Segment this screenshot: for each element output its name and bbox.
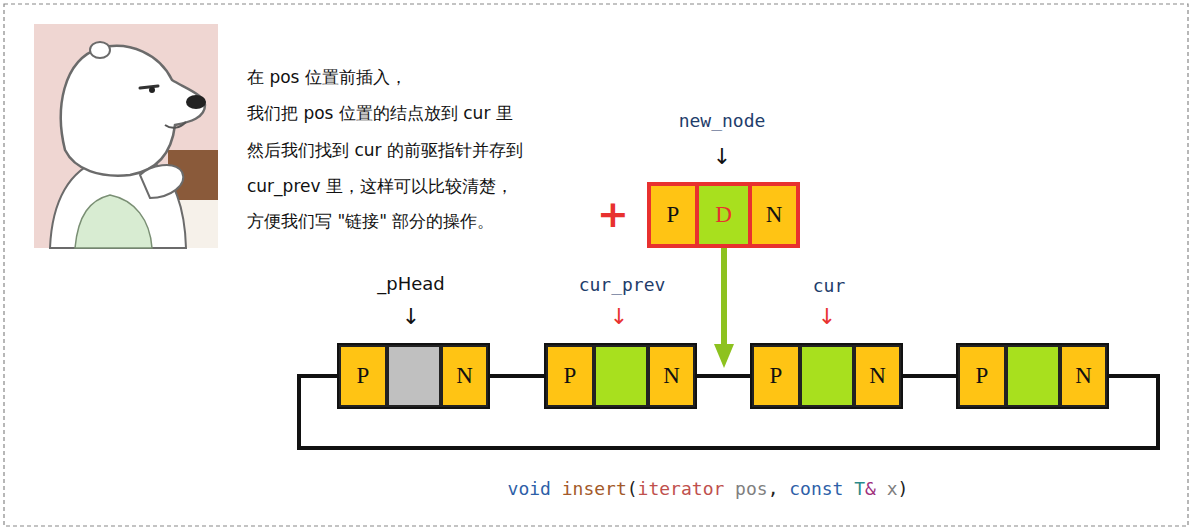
code-token: x	[887, 478, 898, 499]
pointer-field-letter: N	[869, 363, 886, 389]
list-node-box: PN	[752, 345, 901, 407]
pointer-arrow: ↓	[610, 304, 628, 329]
pointer-field-letter: P	[770, 363, 783, 389]
list-node-box: PN	[958, 345, 1107, 407]
prev-cell: P	[339, 345, 387, 407]
prev-cell: P	[752, 345, 800, 407]
explanation-line: 方便我们写 "链接" 部分的操作。	[247, 210, 494, 233]
pointer-arrow: ↓	[402, 304, 420, 329]
data-cell	[594, 345, 648, 407]
code-token: )	[898, 478, 909, 499]
data-cell	[387, 345, 441, 407]
link-line	[902, 374, 957, 378]
pointer-name: new_node	[679, 110, 766, 131]
code-token: ,	[768, 478, 779, 499]
pointer-name: cur	[813, 275, 846, 296]
pointer-field-letter: N	[766, 202, 783, 228]
pointer-field-letter: P	[667, 202, 680, 228]
code-token: (	[627, 478, 638, 499]
dashed-frame	[4, 4, 1188, 526]
insert-arrow	[714, 248, 734, 368]
pointer-name: _pHead	[377, 273, 445, 294]
code-token: void	[508, 478, 551, 499]
pointer-name: cur_prev	[579, 274, 666, 295]
head-node-box: PN	[339, 345, 488, 407]
next-cell: N	[1060, 345, 1107, 407]
link-line	[489, 374, 545, 378]
new-node-box: PDN	[649, 184, 798, 246]
pointer-arrow: ↓	[713, 144, 731, 169]
link-line	[696, 374, 751, 378]
pointer-field-letter: P	[357, 363, 370, 389]
prev-cell: P	[958, 345, 1006, 407]
function-signature: void insert(iterator pos, const T&x)	[508, 478, 909, 499]
code-token: const	[789, 478, 843, 499]
explanation-line: 然后我们找到 cur 的前驱指针并存到	[247, 139, 523, 162]
prev-cell: P	[546, 345, 594, 407]
next-cell: N	[441, 345, 488, 407]
data-cell	[1006, 345, 1060, 407]
pointer-field-letter: P	[564, 363, 577, 389]
code-token: iterator	[638, 478, 725, 499]
explanation-line: 在 pos 位置前插入，	[247, 66, 407, 89]
pointer-field-letter: N	[456, 363, 473, 389]
pointer-field-letter: N	[663, 363, 680, 389]
next-cell: N	[648, 345, 695, 407]
code-token: pos	[735, 478, 768, 499]
data-cell	[800, 345, 854, 407]
explanation-line: cur_prev 里，这样可以比较清楚，	[247, 175, 513, 198]
data-cell: D	[697, 184, 750, 246]
code-token: T	[854, 478, 865, 499]
list-node-box: PN	[546, 345, 695, 407]
pointer-field-letter: D	[715, 202, 732, 228]
pointer-arrow: ↓	[818, 304, 836, 329]
plus-sign: +	[597, 192, 629, 236]
bear-picture	[34, 24, 218, 248]
next-cell: N	[854, 345, 901, 407]
pointer-field-letter: N	[1075, 363, 1092, 389]
next-cell: N	[750, 184, 798, 246]
code-token: insert	[562, 478, 627, 499]
explanation-line: 我们把 pos 位置的结点放到 cur 里	[247, 102, 513, 125]
pointer-field-letter: P	[976, 363, 989, 389]
prev-cell: P	[649, 184, 697, 246]
code-token: &	[865, 478, 876, 499]
